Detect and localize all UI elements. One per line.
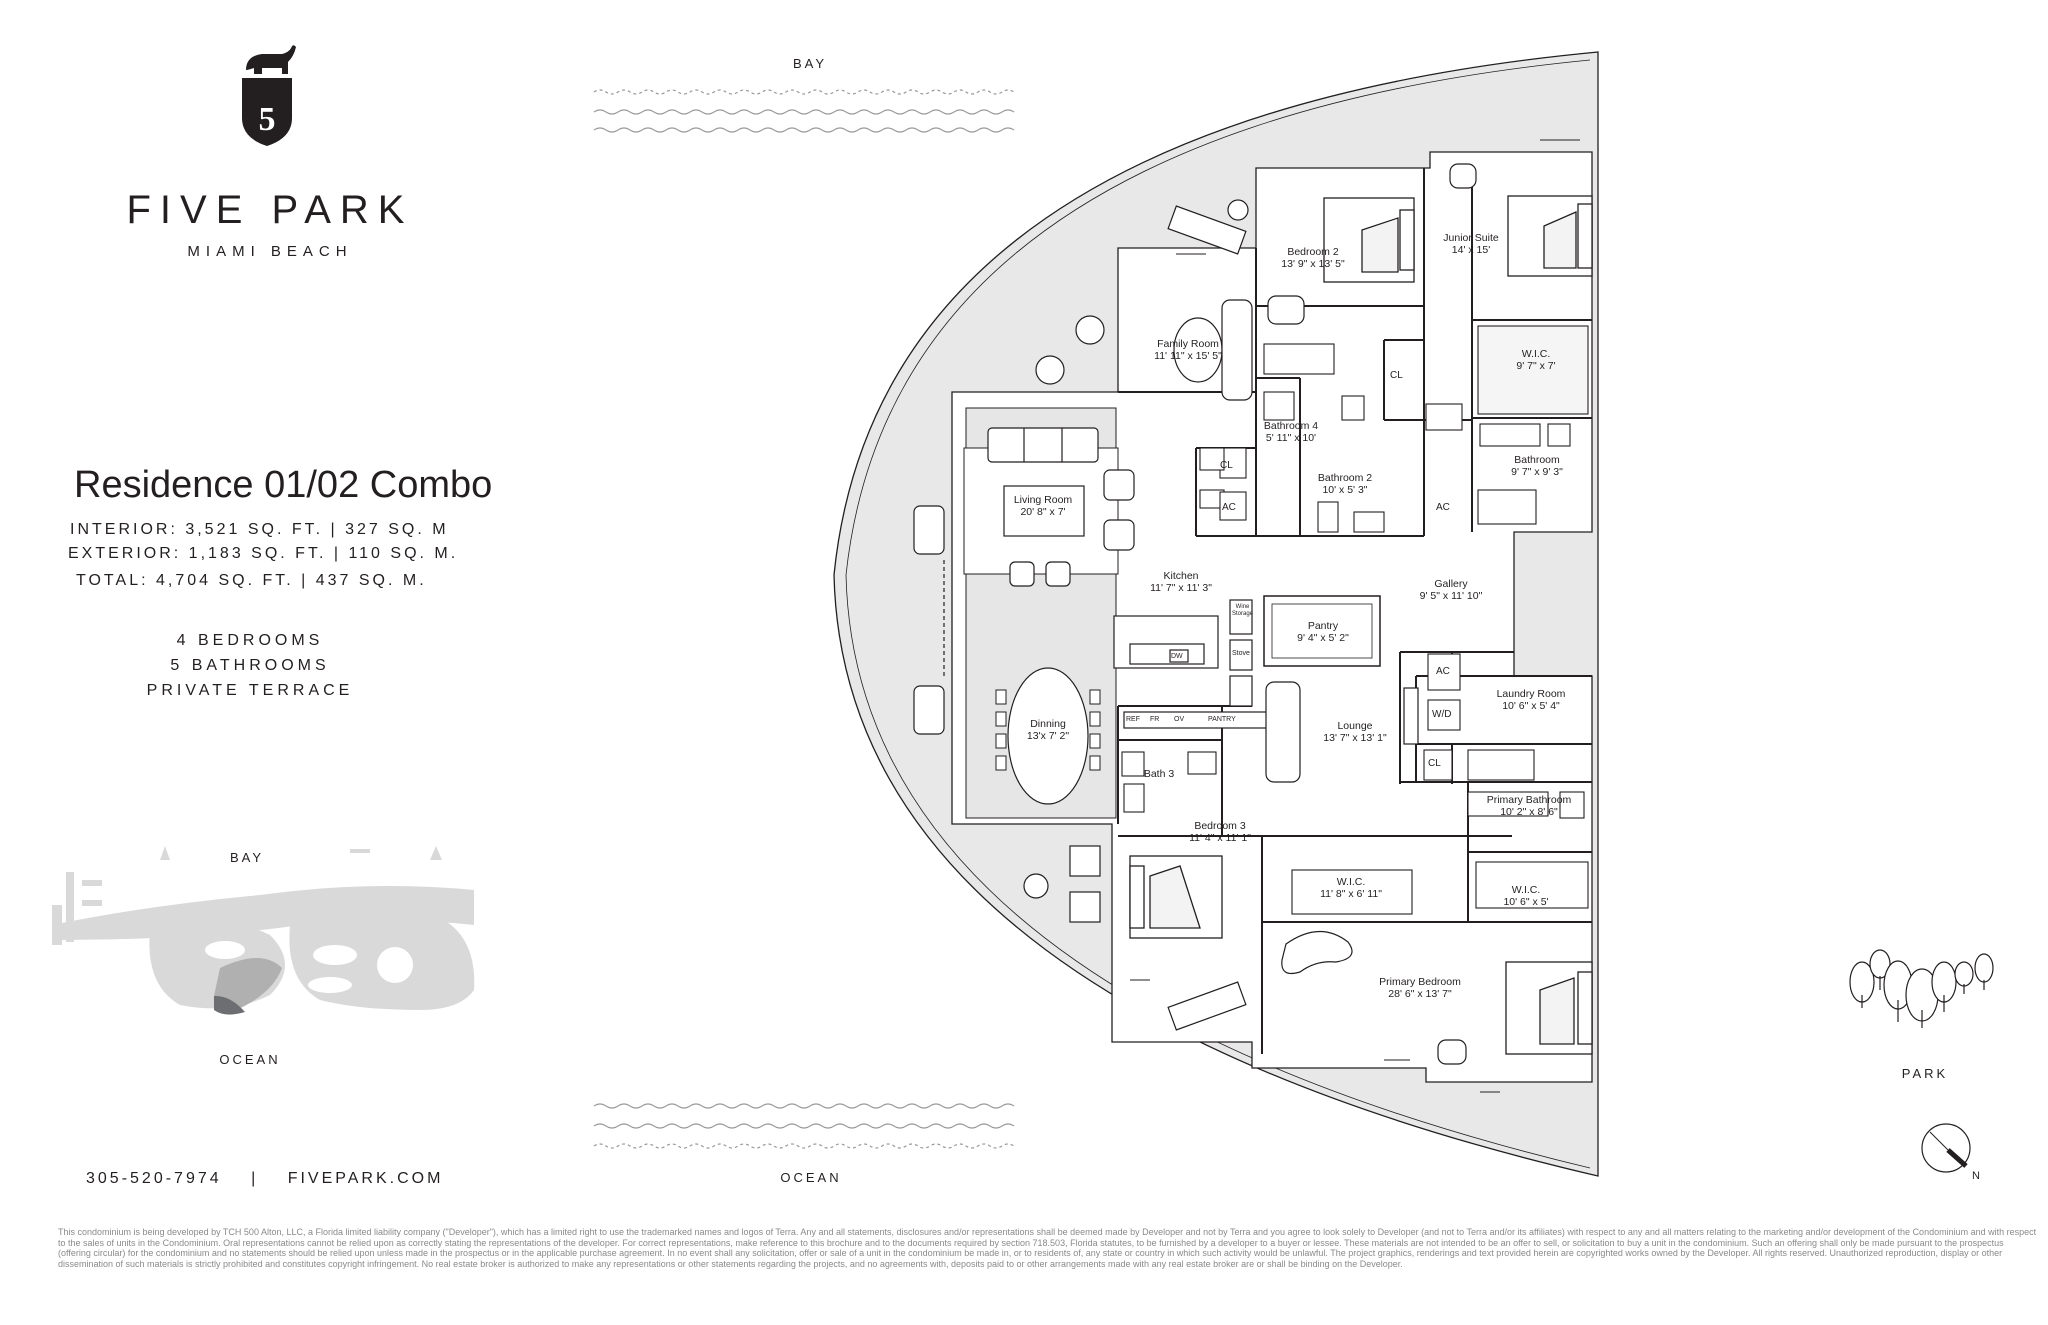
park-label: PARK bbox=[1901, 1066, 1949, 1081]
ov-label: OV bbox=[1174, 716, 1185, 723]
room-bath-3: Bath 3 bbox=[1143, 768, 1175, 780]
interior-outline bbox=[951, 151, 1593, 1083]
north-label: N bbox=[1972, 1170, 1980, 1182]
room-wic-3: W.I.C.10' 6" x 5' bbox=[1503, 884, 1549, 908]
brand-name: FIVE PARK bbox=[126, 188, 414, 232]
dw-label: DW bbox=[1171, 653, 1183, 660]
bay-label: BAY bbox=[792, 56, 828, 71]
ac-label-3: AC bbox=[1436, 666, 1450, 677]
park-trees-icon bbox=[1849, 949, 1994, 1028]
closet-label-2: CL bbox=[1390, 370, 1403, 381]
contact-line: 305-520-7974 | FIVEPARK.COM bbox=[86, 1170, 443, 1188]
washer-dryer-label: W/D bbox=[1432, 709, 1452, 720]
feature-terrace: PRIVATE TERRACE bbox=[146, 682, 354, 699]
phone-link[interactable]: 305-520-7974 bbox=[86, 1170, 222, 1187]
closet-label: CL bbox=[1220, 460, 1233, 471]
sitemap-bay-label: BAY bbox=[229, 850, 265, 865]
room-wic-1: W.I.C.9' 7" x 7' bbox=[1516, 348, 1556, 372]
brand-location: MIAMI BEACH bbox=[187, 243, 353, 260]
ac-label-2: AC bbox=[1436, 502, 1450, 513]
residence-title: Residence 01/02 Combo bbox=[74, 464, 493, 506]
sitemap-park-label: PARK bbox=[359, 946, 407, 961]
bay-wave-1 bbox=[593, 89, 1015, 95]
exterior-area: EXTERIOR: 1,183 SQ. FT. | 110 SQ. M. bbox=[68, 545, 459, 562]
contact-separator: | bbox=[251, 1170, 259, 1187]
feature-bathrooms: 5 BATHROOMS bbox=[170, 657, 330, 674]
compass-icon bbox=[1921, 1123, 1971, 1173]
ref-label: REF bbox=[1126, 716, 1140, 723]
legal-disclaimer: This condominium is being developed by T… bbox=[58, 1227, 2037, 1269]
terrace-outline bbox=[833, 51, 1599, 1177]
sitemap-ocean-label: OCEAN bbox=[219, 1052, 281, 1067]
pantry-tag-label: PANTRY bbox=[1208, 716, 1236, 723]
interior-area: INTERIOR: 3,521 SQ. FT. | 327 SQ. M bbox=[70, 521, 449, 538]
ac-label: AC bbox=[1222, 502, 1236, 513]
feature-bedrooms: 4 BEDROOMS bbox=[176, 632, 324, 649]
ocean-label: OCEAN bbox=[780, 1170, 842, 1185]
fr-label: FR bbox=[1150, 716, 1160, 723]
room-wic-2: W.I.C.11' 8" x 6' 11" bbox=[1320, 876, 1382, 900]
closet-label-3: CL bbox=[1428, 758, 1441, 769]
website-link[interactable]: FIVEPARK.COM bbox=[287, 1170, 444, 1187]
total-area: TOTAL: 4,704 SQ. FT. | 437 SQ. M. bbox=[76, 572, 427, 589]
stove-label: Stove bbox=[1232, 650, 1250, 657]
svg-text:5: 5 bbox=[259, 101, 276, 138]
